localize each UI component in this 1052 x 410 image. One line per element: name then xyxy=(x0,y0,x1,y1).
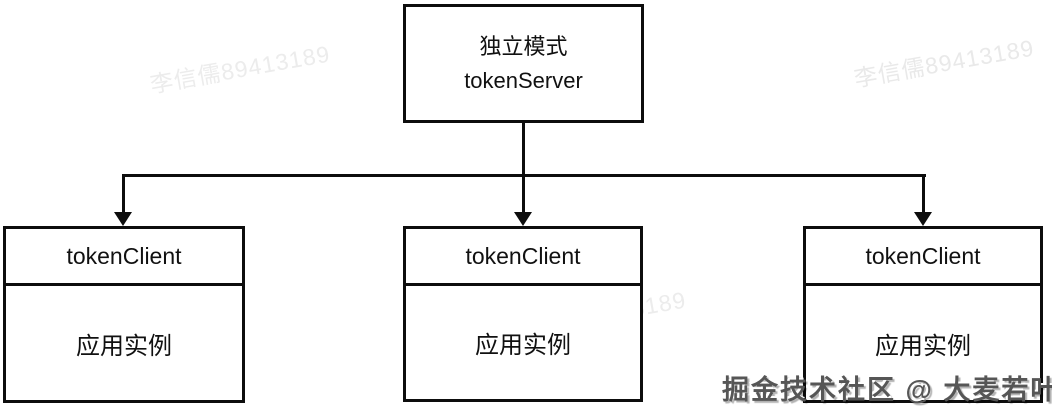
node-header: tokenClient xyxy=(806,229,1040,286)
arrowhead-middle-icon xyxy=(514,212,532,226)
node-body: 应用实例 xyxy=(875,332,971,360)
watermark-text-left: 李信儒89413189 xyxy=(148,40,333,98)
arrowhead-right-icon xyxy=(914,212,932,226)
connector-drop-right xyxy=(922,174,925,215)
node-token-client-left: tokenClient 应用实例 xyxy=(3,226,245,403)
connector-root-vertical xyxy=(522,123,525,177)
connector-horizontal-bus xyxy=(122,174,926,177)
node-token-server: 独立模式 tokenServer xyxy=(403,4,644,123)
node-header: tokenClient xyxy=(406,229,640,286)
node-token-server-line2: tokenServer xyxy=(464,67,583,93)
node-token-client-right: tokenClient 应用实例 xyxy=(803,226,1043,403)
connector-drop-middle xyxy=(522,176,525,215)
node-token-server-line1: 独立模式 xyxy=(479,34,568,60)
node-token-client-middle: tokenClient 应用实例 xyxy=(403,226,643,402)
watermark-text-right: 李信儒89413189 xyxy=(852,34,1037,92)
node-body: 应用实例 xyxy=(475,332,571,359)
arrowhead-left-icon xyxy=(114,212,132,226)
node-header: tokenClient xyxy=(6,229,242,286)
connector-drop-left xyxy=(122,174,125,215)
node-body: 应用实例 xyxy=(76,332,172,360)
